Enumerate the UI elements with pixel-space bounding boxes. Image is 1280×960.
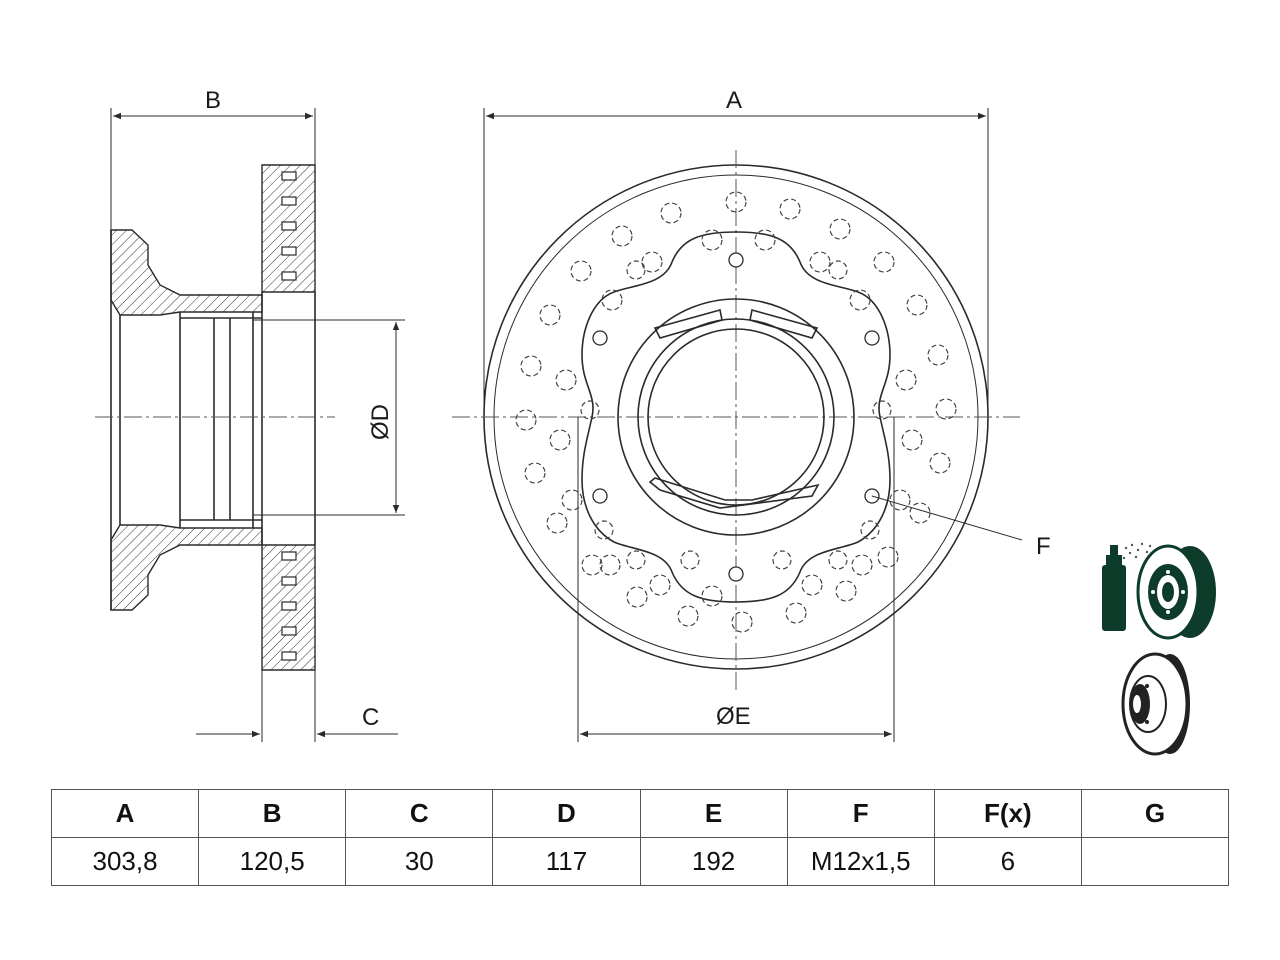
label-f: F xyxy=(1036,533,1051,560)
header-e: E xyxy=(639,789,788,838)
header-b: B xyxy=(198,789,347,838)
value-c: 30 xyxy=(345,837,494,886)
label-d: ØD xyxy=(367,404,394,440)
spec-table: A B C D E F F(x) G 303,8 120,5 30 117 19… xyxy=(50,789,1230,886)
header-g: G xyxy=(1080,789,1230,838)
value-e: 192 xyxy=(639,837,788,886)
value-d: 117 xyxy=(492,837,641,886)
label-e: ØE xyxy=(716,703,751,730)
spec-value-row: 303,8 120,5 30 117 192 M12x1,5 6 xyxy=(50,837,1230,886)
header-f: F xyxy=(786,789,935,838)
value-b: 120,5 xyxy=(198,837,347,886)
spray-coated-disc-icon xyxy=(1102,542,1216,640)
label-a: A xyxy=(726,87,742,114)
spec-header-row: A B C D E F F(x) G xyxy=(50,789,1230,838)
header-d: D xyxy=(492,789,641,838)
front-view: A xyxy=(452,87,1051,742)
value-fx: 6 xyxy=(933,837,1082,886)
label-c: C xyxy=(362,704,379,731)
header-fx: F(x) xyxy=(933,789,1082,838)
value-f: M12x1,5 xyxy=(786,837,935,886)
header-c: C xyxy=(345,789,494,838)
label-b: B xyxy=(205,87,221,114)
brake-disc-3d-icon xyxy=(1121,652,1190,756)
header-a: A xyxy=(50,789,200,838)
value-a: 303,8 xyxy=(50,837,200,886)
side-section-view: B xyxy=(95,87,405,742)
value-g xyxy=(1080,837,1230,886)
